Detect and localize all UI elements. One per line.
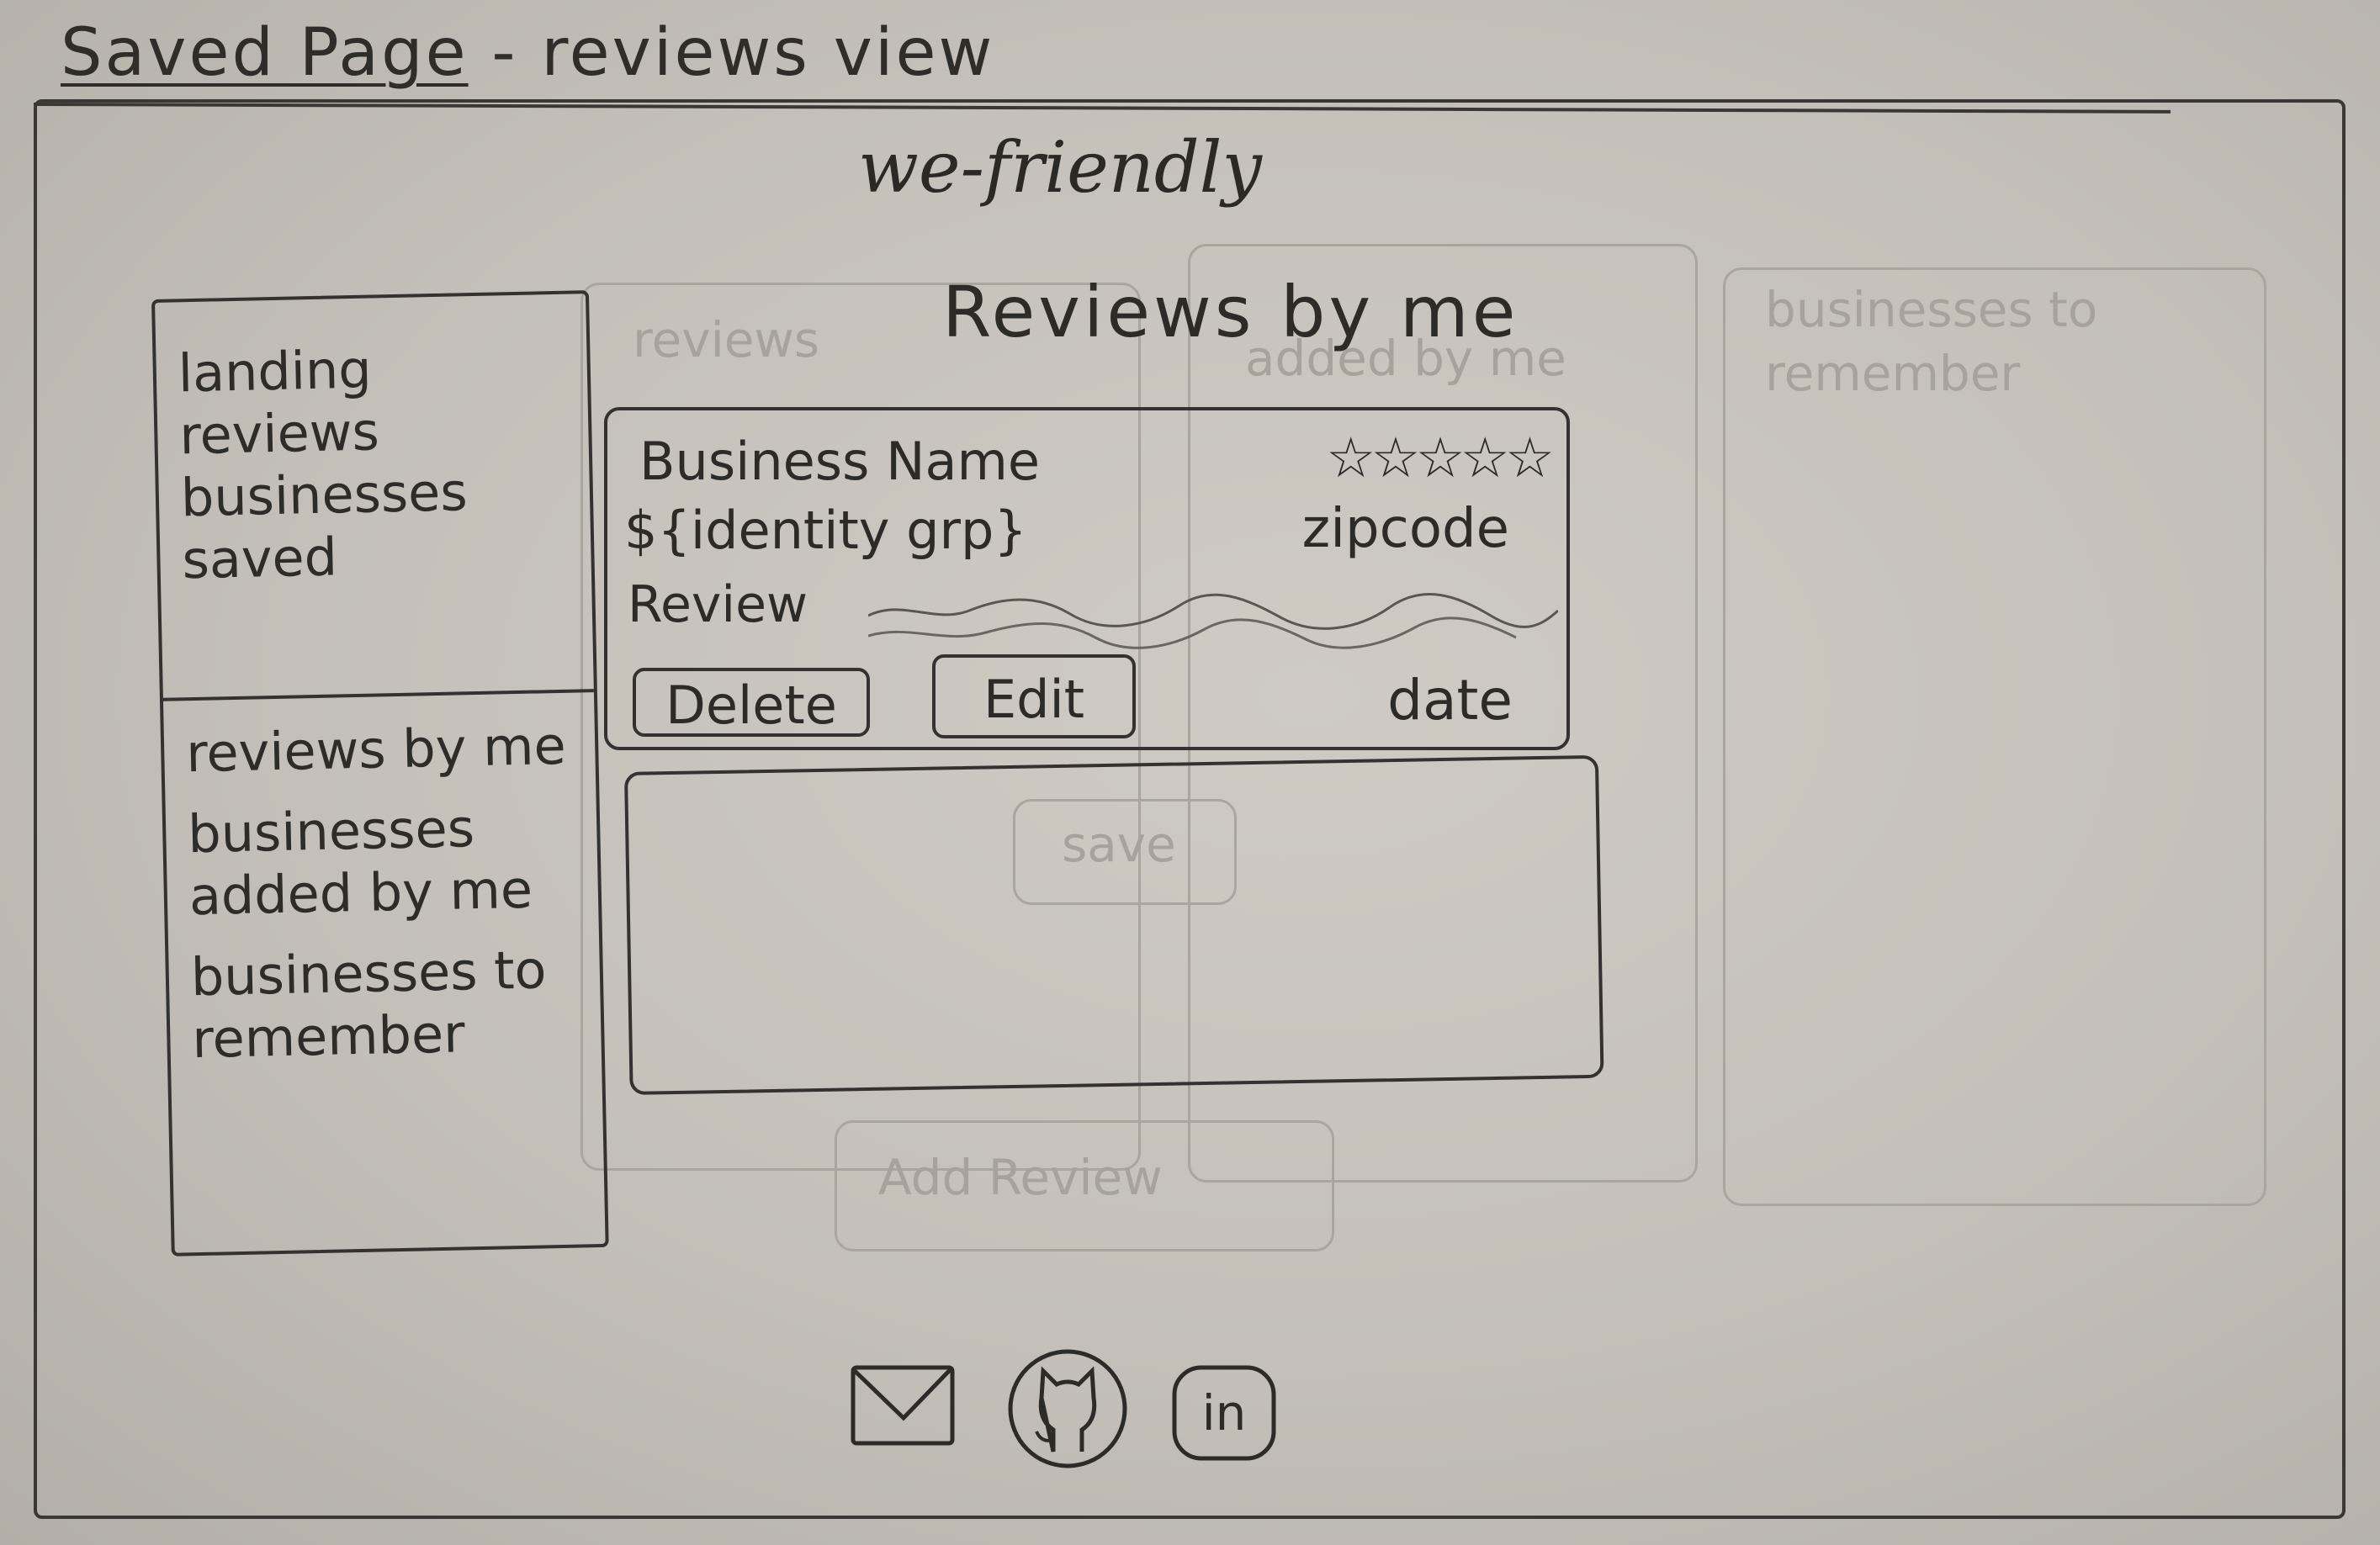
edit-button[interactable]: Edit [932,654,1136,738]
linkedin-icon-text: in [1202,1384,1247,1442]
sheet-title-rest: - reviews view [491,15,995,91]
identity-group: ${identity grp} [624,500,1027,561]
footer-social-links: in [850,1346,1287,1472]
page-title: Reviews by me [942,271,1519,353]
browser-frame [34,99,2346,1519]
sidebar-item-saved[interactable]: saved [181,526,338,591]
review-text: Review [628,575,808,634]
saved-sub-nav: reviews by me businesses added by me bus… [186,715,580,1090]
mail-icon[interactable] [850,1362,957,1450]
ghost-added-by-me-label: added by me [1245,330,1566,387]
review-card-placeholder [624,754,1604,1095]
sidebar-item-businesses-to-remember[interactable]: businesses to remember [190,939,548,1071]
review-placeholder-scribble [868,593,1558,649]
ghost-add-review-label: Add Review [878,1149,1163,1206]
ghost-businesses-to-remember-label: businesses to remember [1765,281,2098,402]
sidebar-item-landing[interactable]: landing [178,338,373,405]
ghost-save-label: save [1062,816,1176,873]
ghost-save-button [1013,799,1237,905]
github-icon[interactable] [1004,1346,1131,1472]
business-name[interactable]: Business Name [639,431,1041,492]
brand-logo: we-friendly [857,126,1262,209]
zipcode: zipcode [1301,498,1509,560]
sidebar-item-businesses[interactable]: businesses [180,461,469,529]
review-card: Business Name ${identity grp} Review ☆☆☆… [604,407,1570,750]
linkedin-icon[interactable]: in [1169,1362,1279,1463]
sidebar: landing reviews businesses saved reviews… [151,290,609,1257]
delete-button[interactable]: Delete [633,668,870,737]
sidebar-item-reviews[interactable]: reviews [178,400,380,467]
ghost-panel-reviews [580,283,1141,1171]
ghost-reviews-tab-label: reviews [633,311,820,368]
sidebar-item-businesses-added-by-me[interactable]: businesses added by me [187,797,533,928]
ghost-panel-businesses-to-remember [1723,267,2266,1206]
ghost-add-review-button [835,1120,1334,1251]
sidebar-divider [162,689,594,701]
review-date: date [1387,668,1513,733]
sidebar-item-reviews-by-me[interactable]: reviews by me [185,714,567,785]
sheet-title: Saved Page - reviews view [61,15,994,91]
primary-nav: landing reviews businesses saved [178,336,469,591]
sheet-title-underlined: Saved Page [61,15,469,91]
ghost-panel-added-by-me [1188,244,1698,1183]
star-rating[interactable]: ☆☆☆☆☆ [1326,426,1555,490]
